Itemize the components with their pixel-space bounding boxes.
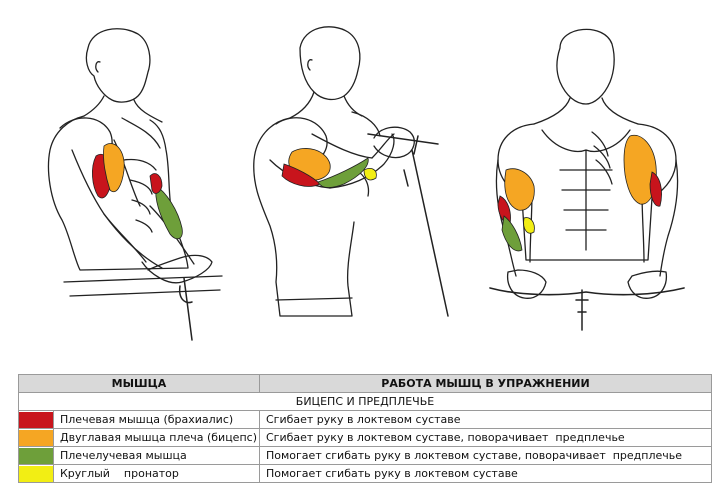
figure-middle-fist bbox=[373, 126, 415, 159]
color-swatch bbox=[19, 465, 53, 482]
section-title: БИЦЕПС И ПРЕДПЛЕЧЬЕ bbox=[18, 392, 712, 411]
figure-middle-brachioradialis bbox=[317, 157, 369, 188]
figure-left-biceps bbox=[103, 143, 125, 193]
figure-middle-forearm bbox=[329, 133, 395, 189]
figure-middle-neck bbox=[289, 91, 363, 119]
color-swatch bbox=[19, 447, 53, 464]
figure-left-brachioradialis bbox=[155, 185, 183, 240]
muscle-work: Сгибает руку в локтевом суставе, поворач… bbox=[259, 428, 712, 447]
table-row: Плечевая мышца (брахиалис) Сгибает руку … bbox=[18, 410, 712, 429]
figure-right-bar bbox=[489, 287, 685, 296]
section-row: БИЦЕПС И ПРЕДПЛЕЧЬЕ bbox=[18, 392, 712, 411]
figure-left bbox=[47, 28, 223, 341]
figure-middle-shorts bbox=[275, 297, 353, 301]
header-muscle: МЫШЦА bbox=[18, 374, 260, 393]
figure-middle-head bbox=[299, 26, 361, 101]
color-swatch-cell bbox=[18, 464, 54, 483]
figure-right-torso bbox=[497, 123, 677, 261]
table-row: Плечелучевая мышца Помогает сгибать руку… bbox=[18, 446, 712, 465]
figure-right bbox=[489, 28, 685, 331]
figure-left-torso bbox=[47, 115, 189, 271]
figure-right-brachialis-right bbox=[649, 171, 662, 207]
table-header-row: МЫШЦА РАБОТА МЫШЦ В УПРАЖНЕНИИ bbox=[18, 374, 712, 393]
color-swatch bbox=[19, 429, 53, 446]
figure-right-head bbox=[556, 28, 615, 105]
figure-right-biceps-right bbox=[623, 134, 657, 205]
anatomy-illustration bbox=[47, 26, 685, 341]
figure-left-ear bbox=[95, 61, 101, 73]
muscle-name: Плечелучевая мышца bbox=[53, 446, 260, 465]
figure-left-hands bbox=[141, 254, 213, 284]
figure-left-shorts bbox=[63, 275, 223, 297]
figure-left-chest bbox=[121, 117, 161, 233]
muscle-table: МЫШЦА РАБОТА МЫШЦ В УПРАЖНЕНИИ БИЦЕПС И … bbox=[18, 374, 712, 483]
figure-right-pronator-left bbox=[523, 217, 535, 234]
color-swatch-cell bbox=[18, 428, 54, 447]
figure-right-cable bbox=[575, 289, 589, 331]
color-swatch-cell bbox=[18, 410, 54, 429]
figure-left-neck bbox=[83, 95, 163, 123]
muscle-name: Плечевая мышца (брахиалис) bbox=[53, 410, 260, 429]
figure-middle-pronator bbox=[363, 168, 377, 181]
muscle-name: Круглый пронатор bbox=[53, 464, 260, 483]
figure-middle-bar bbox=[367, 133, 439, 155]
figure-right-left-hand bbox=[506, 269, 547, 299]
table-row: Круглый пронатор Помогает сгибать руку в… bbox=[18, 464, 712, 483]
figure-right-biceps-left bbox=[504, 168, 535, 211]
figure-middle-cable bbox=[403, 149, 449, 317]
table-row: Двуглавая мышца плеча (бицепс) Сгибает р… bbox=[18, 428, 712, 447]
figure-right-chest bbox=[541, 129, 631, 251]
muscle-work: Помогает сгибать руку в локтевом суставе… bbox=[259, 446, 712, 465]
color-swatch bbox=[19, 411, 53, 428]
figure-right-neck bbox=[533, 97, 639, 125]
figure-right-brachioradialis-left bbox=[501, 215, 523, 252]
muscle-name: Двуглавая мышца плеча (бицепс) bbox=[53, 428, 260, 447]
figure-left-head bbox=[85, 28, 151, 103]
figure-right-ribs bbox=[591, 131, 613, 185]
muscle-work: Помогает сгибать руку в локтевом суставе bbox=[259, 464, 712, 483]
figure-left-cable bbox=[178, 277, 193, 341]
figure-middle-ear bbox=[307, 59, 313, 71]
figure-left-pronator bbox=[149, 173, 163, 194]
header-work: РАБОТА МЫШЦ В УПРАЖНЕНИИ bbox=[259, 374, 712, 393]
color-swatch-cell bbox=[18, 446, 54, 465]
muscle-work: Сгибает руку в локтевом суставе bbox=[259, 410, 712, 429]
figure-middle-back bbox=[253, 117, 355, 317]
